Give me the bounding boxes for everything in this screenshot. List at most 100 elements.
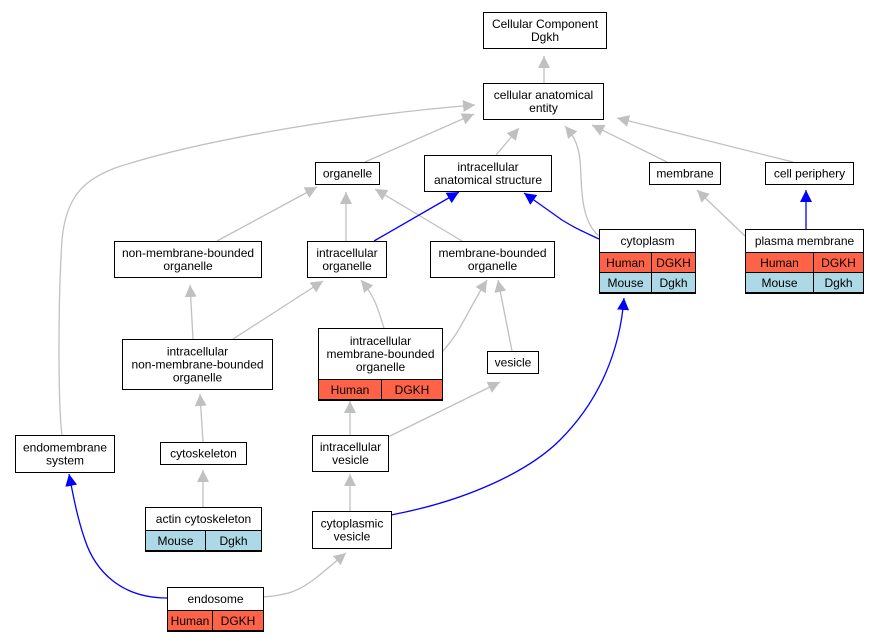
node-inmbo[interactable]: intracellularnon-membrane-boundedorganel… xyxy=(122,339,273,390)
node-label-line: intracellular xyxy=(350,334,411,348)
node-box xyxy=(487,351,539,374)
species-row-bg xyxy=(599,272,696,293)
species-row-human: Human DGKH xyxy=(745,252,864,273)
node-label-line: cytoplasm xyxy=(620,234,674,248)
species-name: Human xyxy=(760,256,799,270)
edge-endosome-to-cv xyxy=(262,552,347,598)
gene-symbol: DGKH xyxy=(395,383,430,397)
edge-cytoplasm-to-ias xyxy=(523,192,600,240)
edge-nmbo-to-organelle xyxy=(216,186,318,242)
gene-symbol: DGKH xyxy=(821,256,856,270)
edge-pm-to-membrane xyxy=(696,189,746,237)
species-name: Mouse xyxy=(761,276,797,290)
node-label-line: actin cytoskeleton xyxy=(156,512,251,526)
species-row-human: Human DGKH xyxy=(318,379,443,400)
node-label-line: cytoplasmic xyxy=(321,517,384,531)
species-name: Mouse xyxy=(607,276,643,290)
edge-cellperiphery-to-cae xyxy=(616,115,794,163)
edge-inmbo-to-nmbo xyxy=(184,284,197,340)
edge-inmbo-to-io xyxy=(232,280,324,340)
species-row-mouse: Mouse Dgkh xyxy=(745,272,864,293)
edge-iv-to-vesicle xyxy=(387,381,501,438)
node-box xyxy=(122,339,273,390)
edges-layer xyxy=(58,56,812,599)
edge-endosome-to-endomembrane xyxy=(65,473,168,599)
node-label-line: endomembrane xyxy=(23,441,107,455)
gene-symbol: Dgkh xyxy=(659,276,687,290)
species-row-mouse: Mouse Dgkh xyxy=(145,530,262,551)
node-label-line: vesicle xyxy=(334,530,371,544)
gene-symbol: DGKH xyxy=(221,614,256,628)
node-label-line: system xyxy=(46,454,84,468)
node-label-line: Cellular Component xyxy=(492,17,599,31)
species-row-bg xyxy=(745,272,864,293)
edge-ias-to-cae xyxy=(495,127,520,156)
node-label-line: Dgkh xyxy=(531,30,559,44)
gene-symbol: Dgkh xyxy=(824,276,852,290)
node-box xyxy=(312,435,389,472)
node-organelle[interactable]: organelle xyxy=(315,162,380,185)
node-box xyxy=(424,155,552,192)
node-label-line: organelle xyxy=(163,259,213,273)
node-membrane[interactable]: membrane xyxy=(649,162,721,185)
node-box xyxy=(312,511,392,549)
node-label-line: cellular anatomical xyxy=(494,88,593,102)
species-row-human: Human DGKH xyxy=(167,610,264,631)
node-label-line: organelle xyxy=(322,259,372,273)
node-cytoskeleton[interactable]: cytoskeleton xyxy=(160,442,247,465)
node-label-line: vesicle xyxy=(495,356,532,370)
node-vesicle[interactable]: vesicle xyxy=(487,351,539,374)
edge-vesicle-to-mbo xyxy=(494,279,513,352)
node-box xyxy=(114,241,262,278)
edge-membrane-to-cae xyxy=(591,124,668,163)
node-label-line: intracellular xyxy=(457,160,518,174)
node-label-line: organelle xyxy=(173,371,223,385)
node-box xyxy=(315,162,380,185)
node-box xyxy=(649,162,721,185)
node-label-line: organelle xyxy=(356,360,406,374)
node-label-line: non-membrane-bounded xyxy=(131,358,263,372)
edge-endomembrane-to-cae xyxy=(58,99,476,436)
node-imbo[interactable]: intracellularmembrane-boundedorganelleHu… xyxy=(318,328,443,401)
edge-cv-to-cytoplasm xyxy=(390,297,630,516)
node-label-line: intracellular xyxy=(167,345,228,359)
edge-io-to-ias xyxy=(373,191,460,242)
node-label-line: anatomical structure xyxy=(434,173,542,187)
edge-imbo-to-io xyxy=(360,279,385,329)
node-box xyxy=(483,12,607,49)
node-label-line: membrane xyxy=(656,167,714,181)
node-label-line: membrane-bounded xyxy=(326,347,434,361)
node-label-line: endosome xyxy=(187,592,243,606)
node-box xyxy=(765,162,854,185)
node-box xyxy=(307,241,387,278)
species-name: Human xyxy=(331,383,370,397)
node-label-line: cytoskeleton xyxy=(170,447,237,461)
node-label-line: entity xyxy=(529,101,558,115)
node-box xyxy=(15,435,115,473)
node-box xyxy=(160,442,247,465)
gene-symbol: Dgkh xyxy=(219,534,247,548)
species-name: Human xyxy=(606,256,645,270)
species-name: Human xyxy=(171,614,210,628)
node-label-line: organelle xyxy=(323,167,373,181)
node-cellperiphery[interactable]: cell periphery xyxy=(765,162,854,185)
species-name: Mouse xyxy=(157,534,193,548)
species-row-mouse: Mouse Dgkh xyxy=(599,272,696,293)
node-label-line: non-membrane-bounded xyxy=(122,246,254,260)
